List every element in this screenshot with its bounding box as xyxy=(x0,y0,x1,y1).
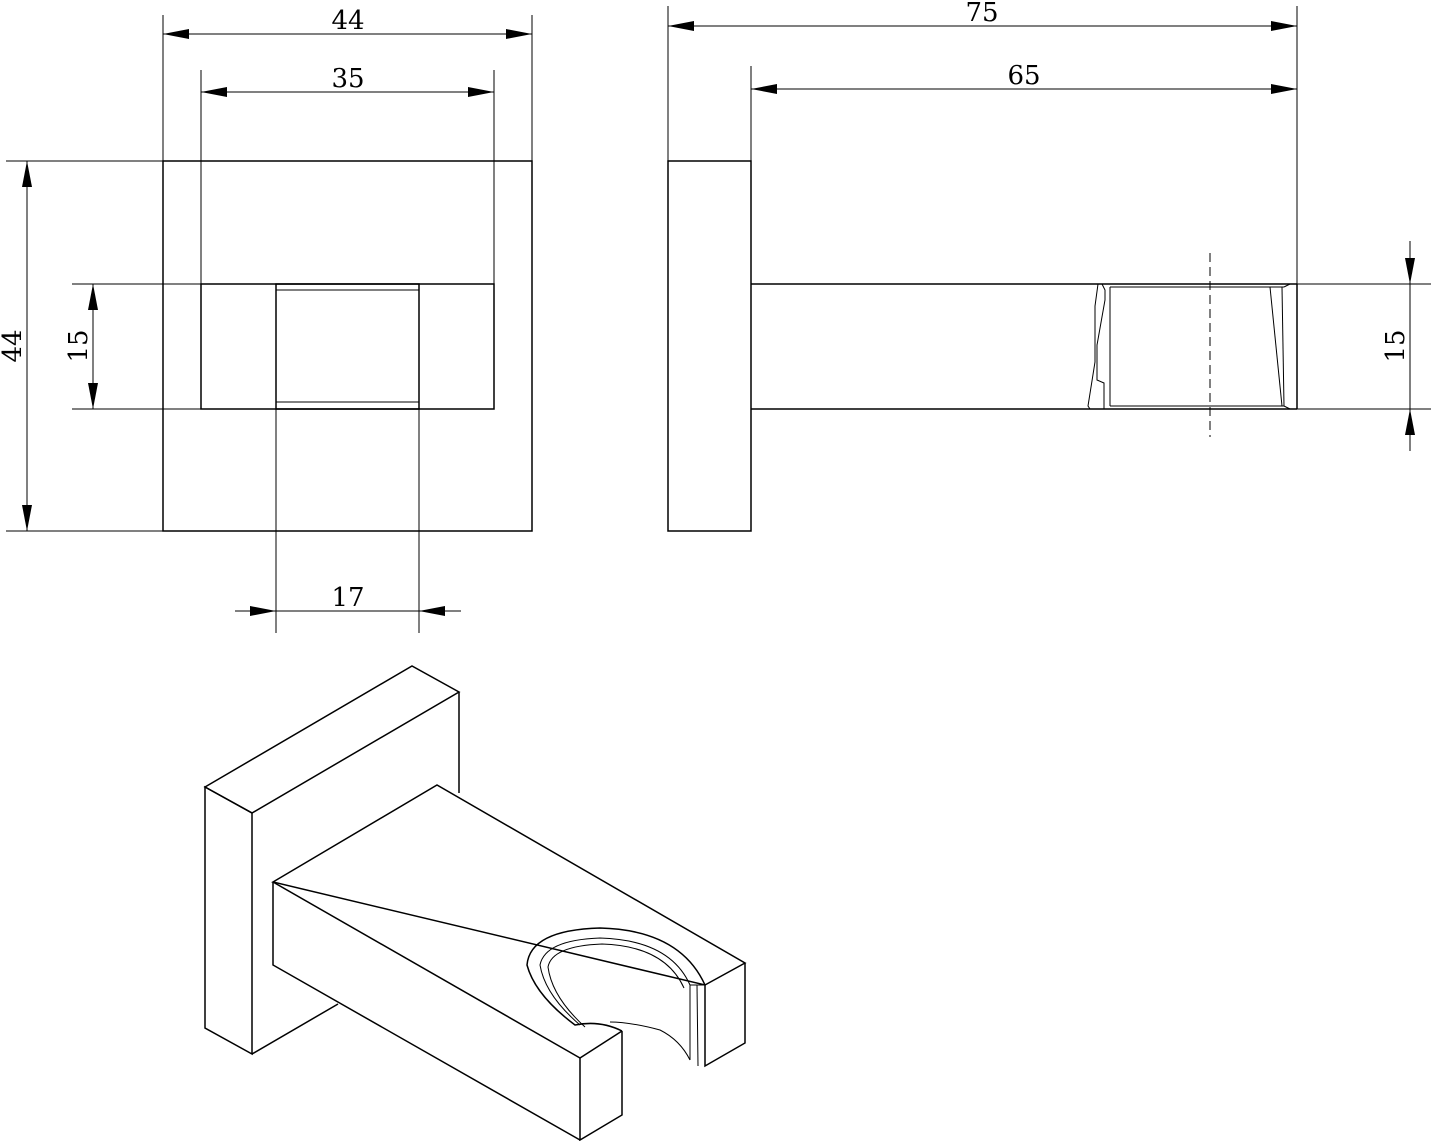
front-slot-outline xyxy=(275,283,420,410)
side-plate-outline xyxy=(667,160,752,532)
shower-holder-isometric-icon xyxy=(203,665,747,1141)
side-overall-depth-label: 75 xyxy=(965,0,998,28)
front-slot-height-label: 15 xyxy=(64,329,94,362)
front-plate-outline xyxy=(162,160,533,532)
side-arm-length-label: 65 xyxy=(1007,61,1040,91)
front-overall-height-label: 44 xyxy=(0,329,28,362)
side-view: 75 65 15 xyxy=(667,0,1431,532)
front-inner-width-label: 35 xyxy=(331,64,364,94)
front-view: 44 35 44 15 17 xyxy=(0,6,533,633)
front-slot-width-label: 17 xyxy=(331,583,364,613)
front-inner-outline xyxy=(200,283,495,410)
side-holder-detail xyxy=(1087,283,1291,410)
side-arm-height-label: 15 xyxy=(1381,329,1411,362)
front-overall-width-label: 44 xyxy=(331,6,364,36)
